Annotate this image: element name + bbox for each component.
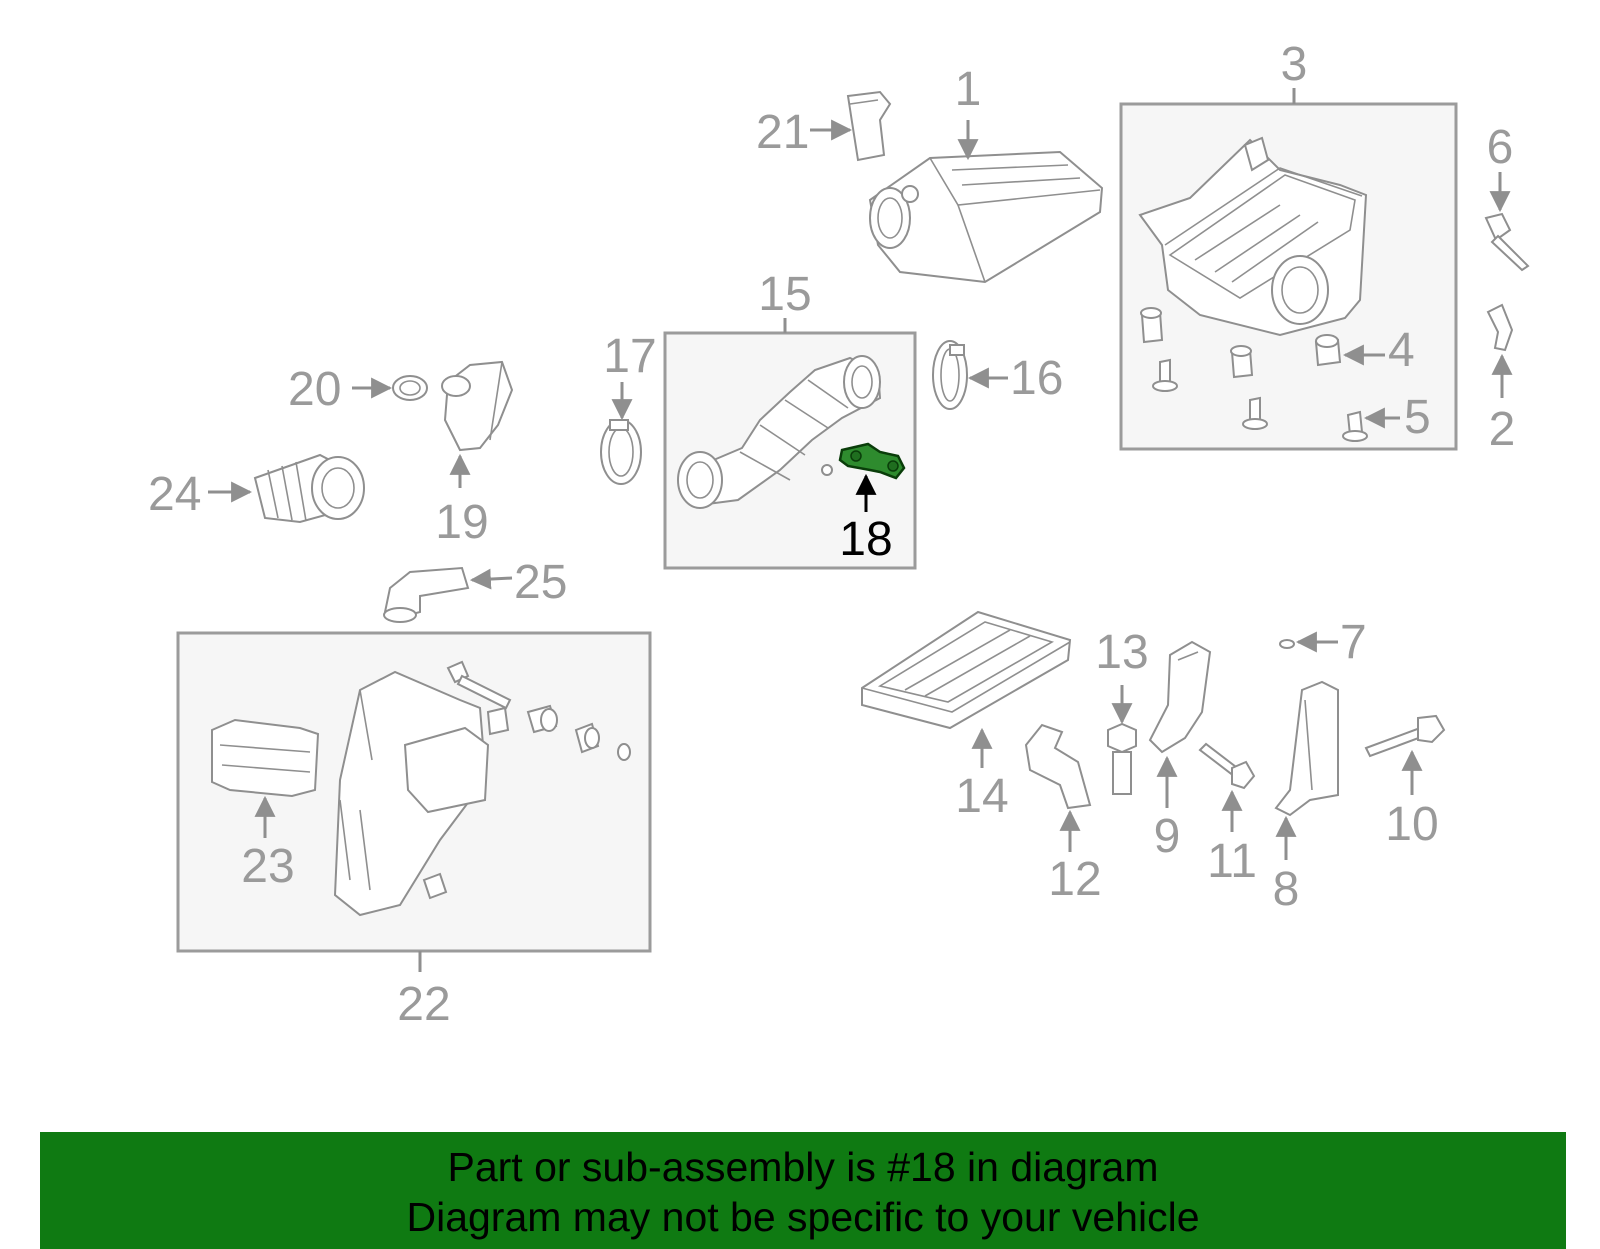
info-banner: Part or sub-assembly is #18 in diagram D… — [40, 1132, 1566, 1249]
callout-23: 23 — [241, 840, 294, 893]
callout-18: 18 — [839, 513, 892, 566]
part-1-air-cleaner-cover[interactable] — [868, 150, 1104, 284]
callout-21: 21 — [756, 106, 809, 159]
callout-4: 4 — [1388, 324, 1415, 377]
callout-15: 15 — [758, 268, 811, 321]
callout-6: 6 — [1487, 121, 1514, 174]
part-24-bellows-duct[interactable] — [253, 453, 365, 524]
callout-3: 3 — [1281, 38, 1308, 91]
callout-22: 22 — [397, 978, 450, 1031]
part-8-bracket[interactable] — [1274, 680, 1339, 817]
callout-24: 24 — [148, 468, 201, 521]
callout-2: 2 — [1489, 403, 1516, 456]
part-11-bolt[interactable] — [1198, 742, 1256, 790]
part-20-clamp[interactable] — [392, 375, 428, 401]
part-17-hose-clamp[interactable] — [600, 419, 642, 485]
part-5-clip[interactable] — [1342, 410, 1368, 442]
callout-8: 8 — [1273, 863, 1300, 916]
part-19-resonator[interactable] — [441, 360, 514, 452]
part-3-air-cleaner-case[interactable] — [1138, 136, 1368, 337]
callout-10: 10 — [1385, 798, 1438, 851]
callout-9: 9 — [1154, 810, 1181, 863]
part-10-bolt[interactable] — [1364, 714, 1446, 758]
part-12-bracket[interactable] — [1024, 723, 1092, 810]
part-21-intake-duct[interactable] — [846, 90, 892, 162]
part-22-resonator-chamber[interactable] — [333, 670, 510, 917]
part-25-elbow-hose[interactable] — [383, 566, 470, 623]
part-9-bracket[interactable] — [1148, 640, 1212, 754]
callout-5: 5 — [1404, 391, 1431, 444]
part-7-clip[interactable] — [1279, 639, 1295, 649]
banner-line-2: Diagram may not be specific to your vehi… — [406, 1194, 1200, 1240]
callout-17: 17 — [603, 330, 656, 383]
part-14-air-filter[interactable] — [861, 610, 1072, 730]
part-16-hose-clamp[interactable] — [932, 340, 968, 410]
part-22-hardware — [446, 660, 631, 761]
callout-12: 12 — [1048, 853, 1101, 906]
callout-19: 19 — [435, 496, 488, 549]
callout-20: 20 — [288, 363, 341, 416]
callout-14: 14 — [955, 770, 1008, 823]
callout-1: 1 — [955, 63, 982, 116]
callout-13: 13 — [1095, 626, 1148, 679]
callout-16: 16 — [1010, 352, 1063, 405]
part-15-intake-tube[interactable] — [677, 355, 882, 509]
part-2-clip[interactable] — [1486, 303, 1514, 352]
part-6-bolt[interactable] — [1484, 212, 1530, 272]
callout-11: 11 — [1207, 835, 1257, 888]
callout-7: 7 — [1340, 616, 1367, 669]
part-23-duct[interactable] — [211, 718, 320, 798]
banner-line-1: Part or sub-assembly is #18 in diagram — [447, 1144, 1159, 1190]
part-18-sensor[interactable] — [838, 442, 906, 480]
callout-25: 25 — [514, 556, 567, 609]
part-4-grommet[interactable] — [1314, 334, 1342, 367]
part-3-grommets — [1140, 307, 1268, 430]
part-13-bolt[interactable] — [1107, 722, 1137, 795]
